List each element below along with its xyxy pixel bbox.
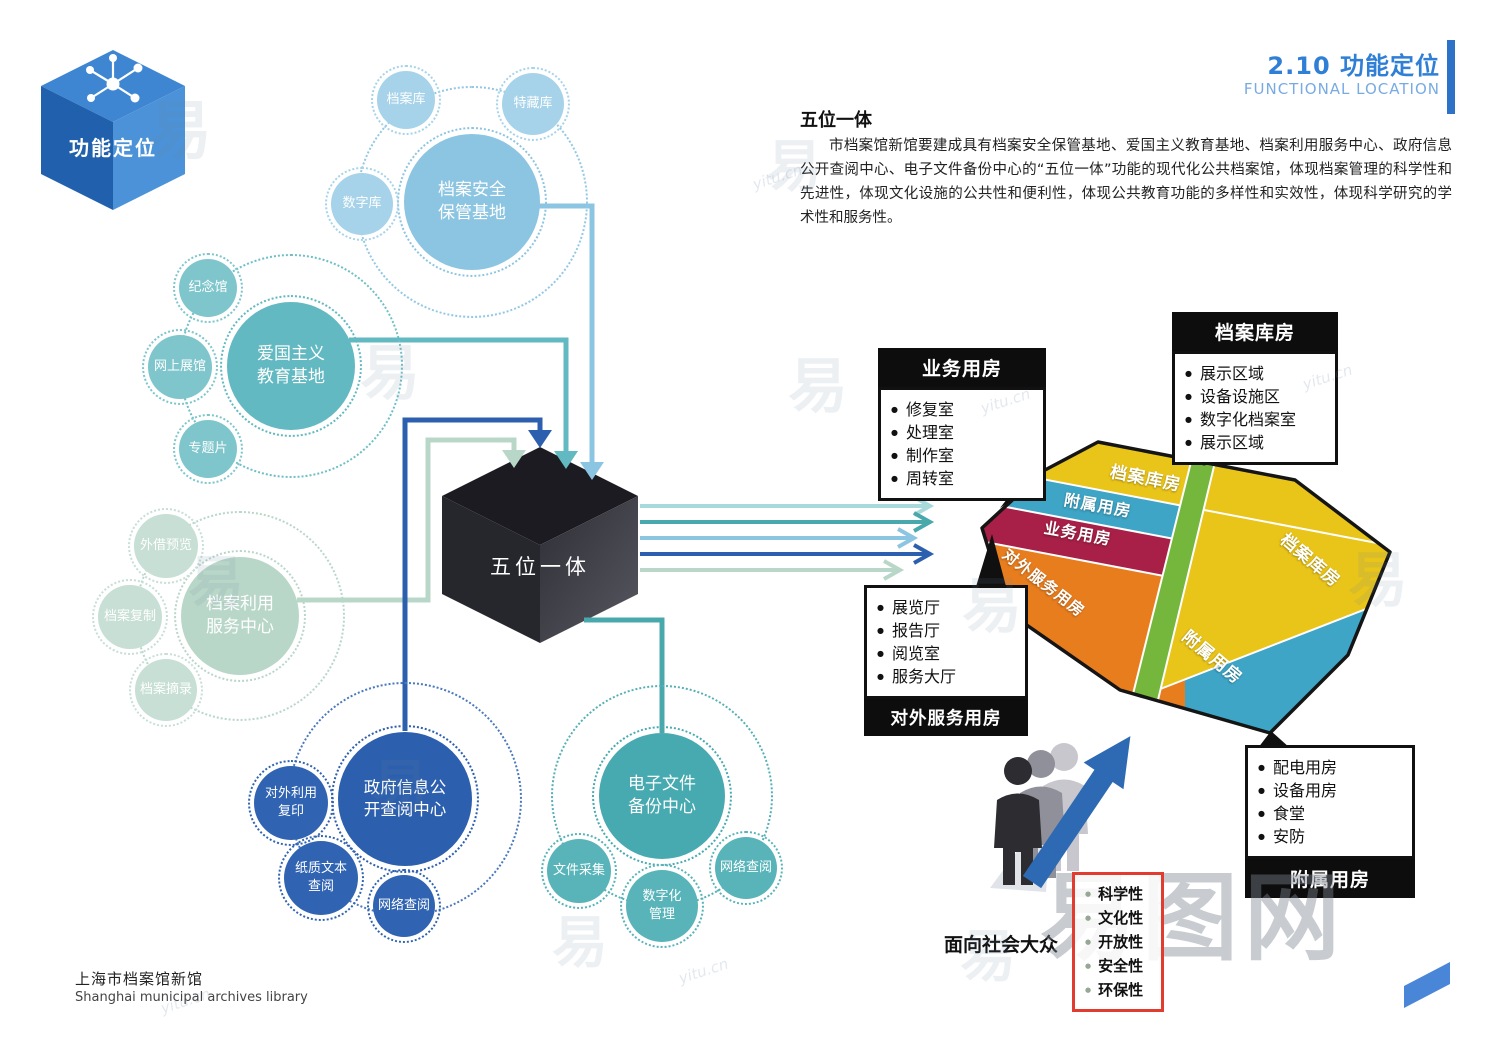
cluster-e-backup: 电子文件 备份中心	[592, 726, 732, 866]
hub-cube-label: 五位一体	[490, 555, 590, 579]
callout-item: 处理室	[891, 421, 1033, 444]
callout-external-service: 展览厅 报告厅 阅览室 服务大厅 对外服务用房	[864, 585, 1028, 736]
callout-archive-rooms: 档案库房 展示区域 设备设施区 数字化档案室 展示区域	[1172, 312, 1338, 465]
intro-heading: 五位一体	[800, 110, 872, 131]
satellite-bubble: 网络查阅	[709, 831, 783, 905]
person-icon	[994, 757, 1042, 885]
satellite-bubble: 档案复制	[92, 579, 168, 655]
cluster-patriotic-education: 爱国主义 教育基地	[220, 295, 362, 437]
callout-title: 档案库房	[1172, 312, 1338, 351]
satellite-bubble: 数字化 管理	[620, 864, 704, 948]
page-title: 2.10 功能定位	[1267, 52, 1440, 80]
callout-item: 阅览室	[877, 642, 1015, 665]
quality-item: 科学性	[1085, 882, 1155, 906]
network-icon	[86, 54, 143, 103]
callout-item: 安防	[1258, 825, 1402, 848]
callout-item: 数字化档案室	[1185, 408, 1325, 431]
quality-item: 环保性	[1085, 978, 1155, 1002]
hub-cube	[442, 447, 638, 643]
audience-figure	[990, 736, 1131, 892]
map-region-archive-right	[1150, 442, 1390, 693]
output-arrows	[640, 495, 935, 581]
callout-item: 设备用房	[1258, 779, 1402, 802]
callout-title: 对外服务用房	[864, 699, 1028, 736]
satellite-bubble: 外借预览	[128, 508, 204, 584]
corner-decoration	[1404, 962, 1450, 1008]
accent-bar	[1447, 40, 1455, 114]
page-subtitle: FUNCTIONAL LOCATION	[1243, 80, 1440, 98]
footer-title-zh: 上海市档案馆新馆	[75, 970, 204, 988]
cluster-archive-service: 档案利用 服务中心	[174, 550, 306, 682]
cluster-main-bubble: 电子文件 备份中心	[599, 733, 725, 859]
badge-label: 功能定位	[69, 136, 157, 160]
satellite-bubble: 档案库	[371, 65, 441, 135]
satellite-bubble: 专题片	[173, 414, 243, 484]
intro-paragraph: 市档案馆新馆要建成具有档案安全保管基地、爱国主义教育基地、档案利用服务中心、政府…	[800, 138, 1452, 227]
callout-item: 服务大厅	[877, 665, 1015, 688]
callout-item: 报告厅	[877, 619, 1015, 642]
quality-item: 文化性	[1085, 906, 1155, 930]
callout-annex-rooms: 配电用房 设备用房 食堂 安防 附属用房	[1245, 745, 1415, 898]
satellite-bubble: 纪念馆	[173, 253, 243, 323]
satellite-bubble: 档案摘录	[129, 653, 203, 727]
callout-item: 修复室	[891, 398, 1033, 421]
callout-item: 制作室	[891, 444, 1033, 467]
map-region-business	[982, 483, 1185, 580]
cluster-main-bubble: 爱国主义 教育基地	[227, 302, 355, 430]
cluster-connectors	[297, 203, 665, 733]
callout-item: 展览厅	[877, 596, 1015, 619]
cluster-main-bubble: 档案利用 服务中心	[181, 557, 299, 675]
satellite-bubble: 数字库	[325, 167, 399, 241]
cluster-main-bubble: 档案安全 保管基地	[404, 134, 540, 270]
callout-item: 展示区域	[1185, 362, 1325, 385]
callout-title: 业务用房	[878, 348, 1046, 387]
footer-title-en: Shanghai municipal archives library	[75, 990, 308, 1005]
growth-arrow-icon	[1022, 736, 1131, 889]
callout-business-rooms: 业务用房 修复室 处理室 制作室 周转室	[878, 348, 1046, 501]
quality-item: 开放性	[1085, 930, 1155, 954]
cluster-archive-safety: 档案安全 保管基地	[397, 127, 547, 277]
qualities-box: 科学性 文化性 开放性 安全性 环保性	[1072, 872, 1164, 1012]
callout-item: 设备设施区	[1185, 385, 1325, 408]
cluster-main-bubble: 政府信息公 开查阅中心	[338, 732, 472, 866]
callout-item: 展示区域	[1185, 431, 1325, 454]
callout-title: 附属用房	[1245, 859, 1415, 898]
callout-item: 食堂	[1258, 802, 1402, 825]
callout-item: 周转室	[891, 467, 1033, 490]
satellite-bubble: 网上展馆	[142, 329, 218, 405]
satellite-bubble: 纸质文本 查阅	[278, 835, 364, 921]
audience-label: 面向社会大众	[944, 934, 1059, 956]
callout-item: 配电用房	[1258, 756, 1402, 779]
quality-item: 安全性	[1085, 954, 1155, 978]
satellite-bubble: 对外利用 复印	[248, 760, 334, 846]
satellite-bubble: 文件采集	[541, 833, 617, 909]
satellite-bubble: 网络查阅	[367, 869, 441, 943]
function-badge-cube	[41, 50, 185, 210]
satellite-bubble: 特藏库	[496, 67, 570, 141]
